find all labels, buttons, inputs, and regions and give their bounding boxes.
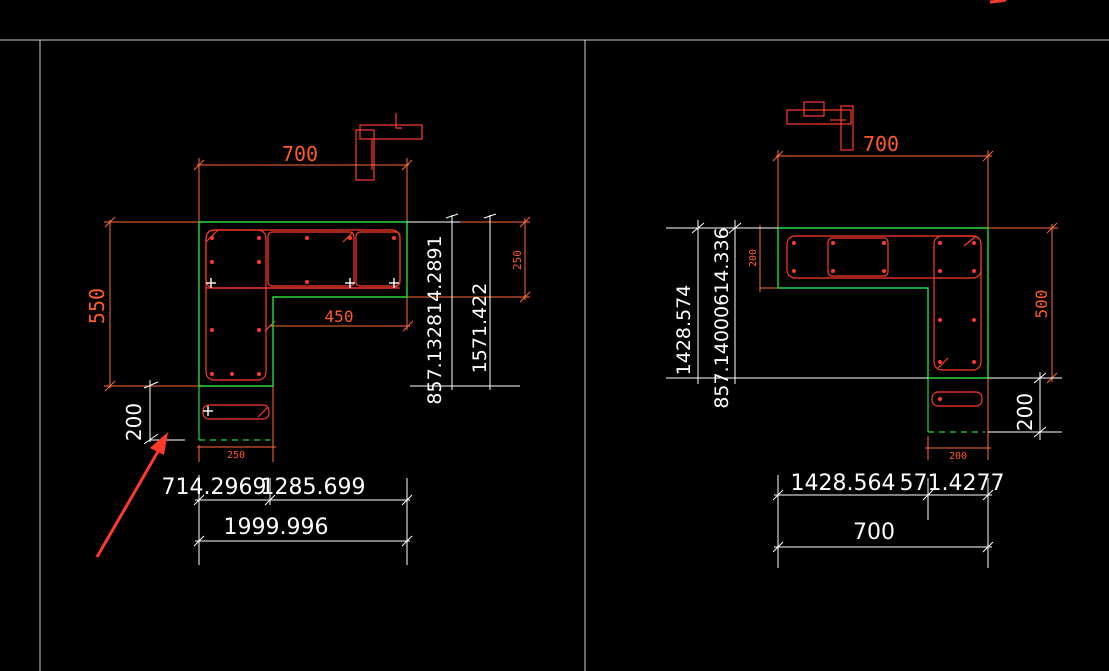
left-measure-bottom-right: 1285.699 xyxy=(261,475,366,500)
left-dim-450 xyxy=(264,297,414,332)
right-dim-200-white xyxy=(988,372,1062,440)
right-dim-stub-200 xyxy=(925,378,991,460)
left-rebar-dots xyxy=(210,236,396,376)
left-measure-bottom-left: 714.2969 xyxy=(162,475,267,500)
right-left-measures xyxy=(666,220,928,384)
viewport-frame xyxy=(0,39,1109,671)
left-dim-700 xyxy=(193,158,413,225)
left-grip-marks xyxy=(203,278,399,416)
right-dim-stub-200-label: 200 xyxy=(949,451,967,462)
right-measure-total: 700 xyxy=(853,520,895,545)
left-dim-stub-250-label: 250 xyxy=(227,450,245,461)
right-section-icon xyxy=(786,101,854,151)
right-dim-500-label: 500 xyxy=(1032,290,1051,319)
corner-mark xyxy=(989,0,1007,4)
right-measure-bottom-right: 571.4277 xyxy=(900,471,1005,496)
left-dim-200-label: 200 xyxy=(122,403,146,441)
left-section-icon xyxy=(355,113,423,181)
right-dim-200-left-label: 200 xyxy=(748,249,759,267)
right-section-outline xyxy=(777,227,989,379)
right-measure-a: 1428.574 xyxy=(673,285,695,376)
left-dim-700-label: 700 xyxy=(282,142,318,166)
left-dim-250-right-label: 250 xyxy=(511,250,524,270)
left-bottom-measures xyxy=(193,475,413,565)
left-stub-outline xyxy=(198,386,270,441)
left-dim-550 xyxy=(104,216,199,392)
right-drawing[interactable]: 700 500 200 xyxy=(666,101,1062,568)
right-measure-b: 857.14000614.336 xyxy=(711,227,733,408)
left-dim-stub-250 xyxy=(197,386,276,462)
left-measure-b: 1571.422 xyxy=(469,283,491,374)
right-dim-700 xyxy=(772,150,994,230)
left-drawing[interactable]: 700 550 250 450 xyxy=(85,113,531,565)
right-dim-200-white-label: 200 xyxy=(1013,393,1037,431)
left-measure-a: 857.132814.2891 xyxy=(424,235,446,404)
left-dim-550-label: 550 xyxy=(85,288,109,324)
red-arrow-annotation xyxy=(95,432,168,558)
right-rebar xyxy=(786,235,983,407)
right-dim-200-left xyxy=(759,225,778,292)
left-measure-total: 1999.996 xyxy=(224,515,329,540)
right-rebar-dots xyxy=(792,241,976,401)
right-dim-700-label: 700 xyxy=(863,132,899,156)
left-dim-450-label: 450 xyxy=(325,307,354,326)
left-rebar xyxy=(202,229,401,420)
right-stub-outline xyxy=(927,378,985,433)
left-right-measures xyxy=(407,213,520,390)
right-measure-bottom-left: 1428.564 xyxy=(791,471,896,496)
left-section-outline xyxy=(198,221,408,387)
left-dim-200 xyxy=(143,380,185,445)
right-bottom-measures xyxy=(772,475,994,568)
